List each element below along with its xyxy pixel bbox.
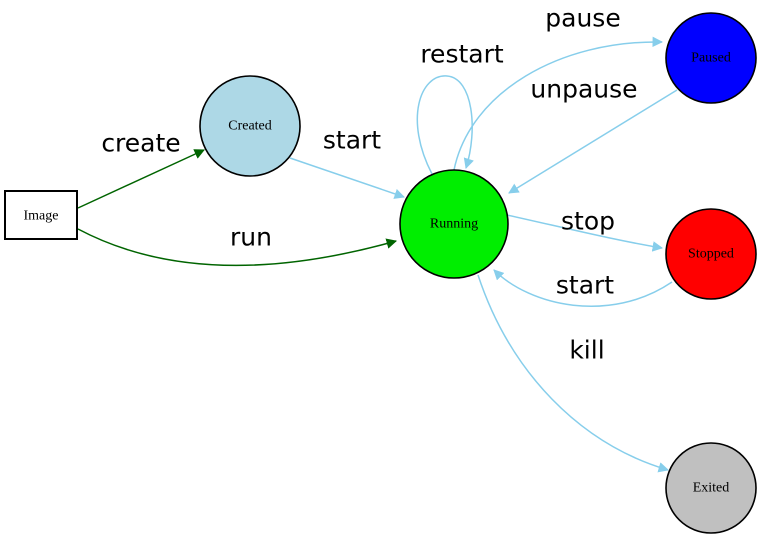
edge-label-restart: restart <box>420 40 504 69</box>
node-image-shape <box>4 190 78 240</box>
node-paused-shape <box>665 12 757 104</box>
edge-stop[interactable]: stop <box>506 207 664 252</box>
edge-restart-path <box>416 75 474 175</box>
edge-start-stopped[interactable]: start <box>493 269 673 308</box>
edge-label-unpause: unpause <box>530 75 637 104</box>
node-created-shape <box>199 75 301 177</box>
node-image[interactable]: Image <box>4 190 78 240</box>
node-exited-shape <box>665 442 757 534</box>
node-running-shape <box>399 169 509 279</box>
edge-create-path <box>77 149 205 209</box>
edge-pause-path <box>453 36 664 171</box>
node-exited[interactable]: Exited <box>665 442 757 534</box>
edge-start-stopped-path <box>493 269 673 308</box>
node-created[interactable]: Created <box>199 75 301 177</box>
edge-run[interactable]: run <box>77 223 398 267</box>
node-stopped[interactable]: Stopped <box>665 208 757 300</box>
edge-label-kill: kill <box>569 336 604 365</box>
edge-kill[interactable]: kill <box>477 274 670 473</box>
edge-stop-path <box>506 214 664 252</box>
edge-start-created-path <box>289 157 405 199</box>
edge-kill-path <box>477 274 670 473</box>
node-paused[interactable]: Paused <box>665 12 757 104</box>
edge-start-created[interactable]: start <box>289 126 405 199</box>
edge-label-create: create <box>101 129 180 158</box>
edge-unpause-path <box>508 89 678 194</box>
edge-label-start-created: start <box>323 126 381 155</box>
edge-label-pause: pause <box>545 4 620 33</box>
edge-label-stop: stop <box>561 207 615 236</box>
edge-unpause[interactable]: unpause <box>508 75 678 194</box>
edge-pause[interactable]: pause <box>453 4 664 171</box>
node-stopped-shape <box>665 208 757 300</box>
edge-restart[interactable]: restart <box>416 40 504 175</box>
edge-label-run: run <box>230 223 272 252</box>
edge-create[interactable]: create <box>77 129 205 209</box>
edge-run-path <box>77 228 398 267</box>
node-running[interactable]: Running <box>399 169 509 279</box>
edge-label-start-stopped: start <box>556 271 614 300</box>
